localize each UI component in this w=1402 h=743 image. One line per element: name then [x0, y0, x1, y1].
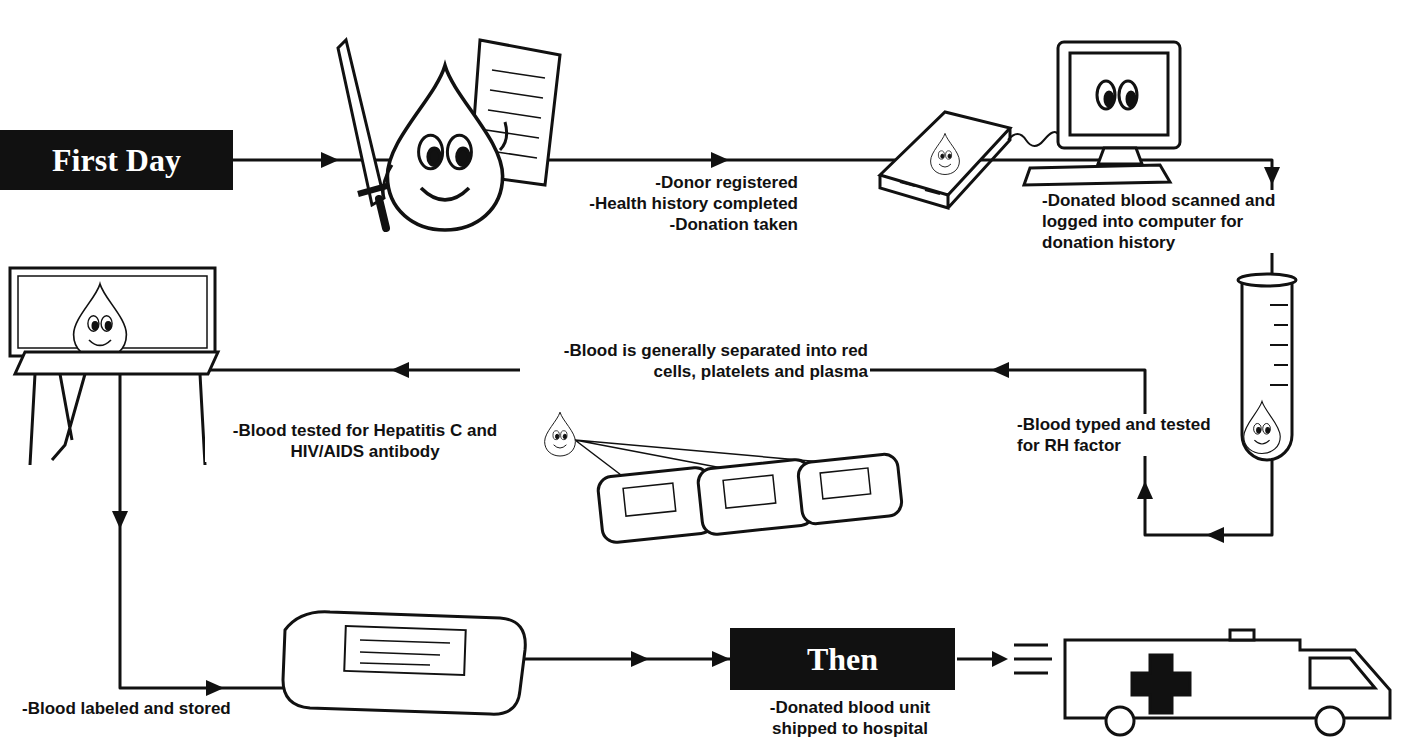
step-note: -Donor registered	[653, 172, 800, 193]
drop-character	[387, 66, 502, 230]
test-tube	[1238, 274, 1296, 460]
board-inner	[18, 276, 207, 348]
step-note-slot: -Donated blood scanned and logged into c…	[1040, 190, 1290, 253]
arrow-head	[112, 511, 128, 529]
step-note-slot: -Blood tested for Hepatitis C and HIV/AI…	[205, 420, 525, 462]
monitor-stand	[1098, 148, 1142, 164]
step-note-slot: -Blood is generally separated into red c…	[520, 340, 870, 382]
arrow-head	[711, 152, 729, 168]
tester-drop	[74, 284, 127, 359]
arrow-head	[1137, 481, 1153, 499]
sword-blade	[338, 40, 384, 205]
scanner-box	[880, 112, 1010, 195]
step-note: -Blood typed and tested for RH factor	[1015, 414, 1230, 456]
step-note: -Donated blood unit shipped to hospital	[745, 697, 955, 739]
donor-drop-figure	[338, 40, 560, 230]
screen-pupil	[1105, 92, 1113, 106]
desk-figure	[10, 268, 218, 465]
screen-pupil	[1127, 92, 1135, 106]
step-note-slot: -Donor registered	[540, 172, 800, 193]
step-note-slot: -Blood labeled and stored	[20, 698, 280, 719]
arrow-head	[1264, 167, 1280, 185]
tube-body	[1242, 280, 1292, 460]
scanner-cable	[1008, 132, 1058, 146]
platelet-bag	[697, 458, 815, 535]
bag-tag	[723, 475, 776, 508]
drop-arm	[500, 122, 507, 150]
speed-lines	[1014, 645, 1052, 673]
red-cross	[1132, 655, 1190, 713]
bag-tag	[820, 468, 870, 499]
tube-rim	[1238, 274, 1296, 286]
arrow-head	[631, 651, 649, 667]
keyboard	[1024, 165, 1170, 185]
ship-line	[957, 658, 995, 661]
label-lines	[360, 640, 450, 665]
bag-strings	[575, 440, 822, 478]
screen-eye	[1097, 81, 1115, 109]
stage-title: First Day	[52, 141, 181, 179]
stored-bag	[283, 612, 525, 714]
step-note: -Donated blood scanned and logged into c…	[1040, 190, 1290, 253]
arrow-head	[391, 362, 409, 378]
step-note: -Blood is generally separated into red c…	[520, 340, 870, 382]
step-note-slot: -Blood typed and tested for RH factor	[1015, 414, 1230, 456]
roof-light	[1230, 630, 1254, 640]
arrow-head	[321, 152, 339, 168]
step-note: -Blood tested for Hepatitis C and HIV/AI…	[205, 420, 525, 462]
arrow-head	[1206, 527, 1224, 543]
scanned-drop	[931, 133, 960, 174]
shipping-link	[957, 645, 1052, 673]
red-cell-bag	[597, 466, 715, 543]
monitor-frame	[1058, 42, 1180, 148]
wheel	[1316, 707, 1344, 735]
board	[10, 268, 215, 356]
computer-scanner	[880, 42, 1180, 208]
ambulance	[1065, 630, 1390, 735]
bag-label	[344, 626, 465, 675]
stage-box: Then	[730, 628, 955, 690]
separation-bags	[545, 412, 903, 544]
ambulance-window	[1310, 658, 1375, 688]
arrow-head	[992, 651, 1008, 667]
step-note: -Blood labeled and stored	[20, 698, 233, 719]
blood-bag	[283, 612, 525, 714]
sword-handle	[379, 199, 386, 228]
step-note: -Health history completed	[587, 193, 800, 214]
wheel	[1106, 707, 1134, 735]
step-note: -Donation taken	[668, 214, 800, 235]
sword-guard	[358, 184, 394, 194]
monitor-screen	[1070, 53, 1168, 135]
scroll-lines	[484, 70, 545, 158]
scanner-edge	[880, 128, 1010, 208]
desk-top	[15, 352, 218, 374]
arrow-head	[991, 362, 1009, 378]
plasma-bag	[797, 453, 903, 525]
stage-box: First Day	[0, 130, 233, 190]
health-scroll	[470, 40, 560, 185]
arrow-head	[206, 680, 224, 696]
step-note-slot: -Health history completed	[540, 193, 800, 214]
bag-tag	[623, 483, 676, 516]
separating-drop	[545, 412, 576, 456]
tube-drop	[1244, 401, 1280, 453]
step-note-slot: -Donation taken	[540, 214, 800, 235]
tube-scale	[1270, 305, 1288, 385]
stage-title: Then	[807, 640, 878, 678]
drop-arm	[383, 165, 392, 196]
step-note-slot: -Donated blood unit shipped to hospital	[745, 697, 955, 739]
ambulance-body	[1065, 640, 1390, 718]
screen-eye	[1119, 81, 1137, 109]
desk-legs	[30, 374, 205, 465]
scanner-buttons	[900, 182, 940, 194]
